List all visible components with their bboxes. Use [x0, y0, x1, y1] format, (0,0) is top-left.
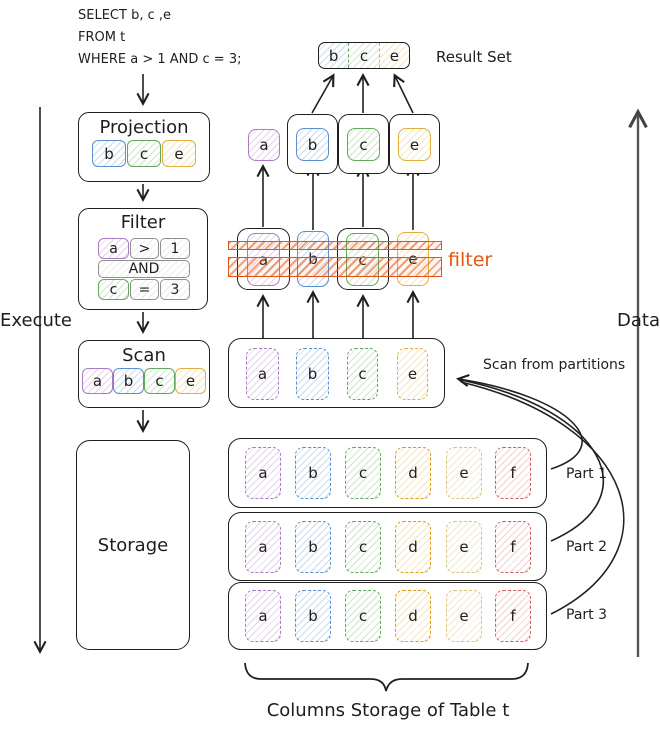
- filter-cond-a: a: [98, 238, 129, 259]
- scan-title: Scan: [122, 345, 166, 366]
- scanrow-cell-a: a: [246, 348, 279, 400]
- part2-cell-b: b: [295, 521, 331, 573]
- part2-cell-d: d: [395, 521, 431, 573]
- projrow-frame-e: [389, 114, 440, 174]
- proj-b-to-result-arrow: [311, 73, 335, 114]
- filter-band-label: filter: [448, 249, 493, 271]
- part2-cell-c: c: [345, 521, 381, 573]
- scanrow-cell-e: e: [397, 348, 428, 400]
- part1-cell-e: e: [446, 447, 482, 499]
- scanrow-cell-b: b: [296, 348, 329, 400]
- scanrow-cell-c: c: [347, 348, 378, 400]
- scanrow-box: [228, 338, 445, 408]
- part3-cell-c: c: [345, 590, 381, 642]
- scan-box: Scan a b c e: [78, 340, 210, 408]
- filter-cond-eq: =: [130, 279, 159, 300]
- filter-cond-3: 3: [160, 279, 190, 300]
- scan-from-partitions-label: Scan from partitions: [483, 357, 626, 373]
- result-cell-c: c: [349, 43, 380, 68]
- projrow-cell-e: e: [398, 128, 431, 161]
- part1-label: Part 1: [566, 466, 607, 482]
- execute-label: Execute: [0, 310, 72, 331]
- part2-label: Part 2: [566, 539, 607, 555]
- filter-cond-1: 1: [160, 238, 190, 259]
- projection-cell-b: b: [92, 140, 126, 167]
- part1-cell-b: b: [295, 447, 331, 499]
- storage-box: Storage: [76, 440, 190, 650]
- part2-cell-e: e: [446, 521, 482, 573]
- part1-cell-d: d: [395, 447, 431, 499]
- result-cell-e: e: [379, 43, 409, 68]
- scan-cell-e: e: [175, 368, 206, 394]
- scan-cell-c: c: [144, 368, 175, 394]
- part3-cell-a: a: [245, 590, 281, 642]
- proj-e-to-result-arrow: [393, 73, 414, 114]
- partition-row-2: [228, 512, 547, 581]
- part1-cell-f: f: [495, 447, 531, 499]
- projrow-cell-c: c: [347, 128, 380, 161]
- part3-cell-b: b: [295, 590, 331, 642]
- projection-title: Projection: [99, 117, 189, 138]
- part3-cell-f: f: [495, 590, 531, 642]
- projrow-frame-c: [338, 114, 389, 174]
- filter-band-thin: [228, 241, 442, 250]
- filter-cond-c: c: [98, 279, 129, 300]
- scan-cell-b: b: [113, 368, 144, 394]
- projrow-cell-b: b: [296, 128, 329, 161]
- result-set-box: b c e: [318, 42, 410, 69]
- result-cell-b: b: [319, 43, 350, 68]
- caption: Columns Storage of Table t: [266, 700, 510, 721]
- filter-cond-gt: >: [130, 238, 159, 259]
- part3-label: Part 3: [566, 607, 607, 623]
- part1-cell-a: a: [245, 447, 281, 499]
- projection-cell-c: c: [127, 140, 161, 167]
- part1-cell-c: c: [345, 447, 381, 499]
- projrow-frame-b: [287, 114, 338, 174]
- sql-line-3: WHERE a > 1 AND c = 3;: [78, 52, 242, 67]
- part2-cell-a: a: [245, 521, 281, 573]
- filter-cond-and: AND: [98, 260, 190, 278]
- storage-title: Storage: [97, 534, 169, 556]
- filter-title: Filter: [120, 212, 166, 233]
- part2-cell-f: f: [495, 521, 531, 573]
- brace: [244, 662, 529, 692]
- projrow-cell-a: a: [248, 129, 280, 161]
- sql-line-1: SELECT b, c ,e: [78, 8, 171, 23]
- sql-line-2: FROM t: [78, 30, 126, 45]
- filter-band-thick: [228, 257, 442, 277]
- projection-cell-e: e: [162, 140, 196, 167]
- partition-row-3: [228, 582, 547, 650]
- partition-row-1: [228, 438, 547, 508]
- result-set-label: Result Set: [436, 48, 512, 66]
- part3-cell-d: d: [395, 590, 431, 642]
- part3-cell-e: e: [446, 590, 482, 642]
- scan-cell-a: a: [82, 368, 113, 394]
- data-label: Data: [617, 310, 660, 331]
- projection-box: Projection b c e: [78, 112, 210, 182]
- filter-box: Filter: [78, 208, 208, 310]
